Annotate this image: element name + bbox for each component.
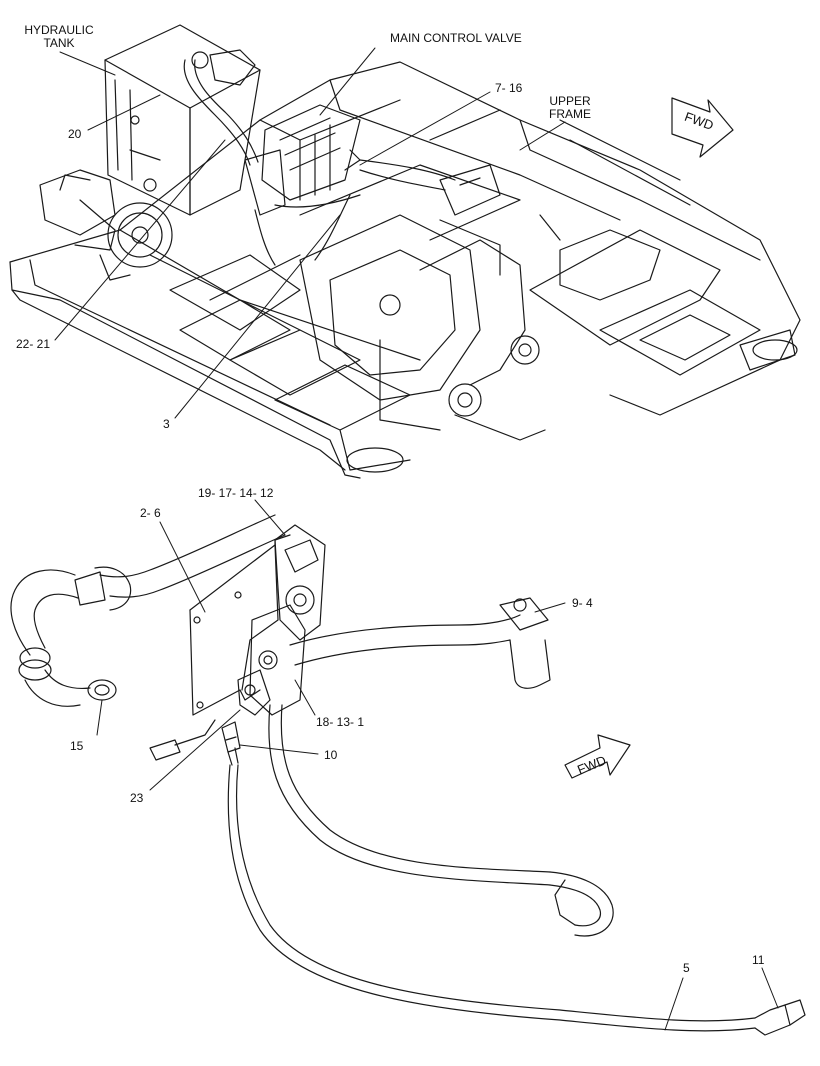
callout-11: 11	[752, 953, 765, 967]
upper-frame-label-line2: FRAME	[549, 107, 591, 121]
callout-20: 20	[68, 127, 82, 141]
callout-5: 5	[683, 961, 690, 975]
callout-22-21: 22- 21	[16, 337, 51, 351]
right-hose-drawing	[289, 597, 551, 689]
callout-19-17-14-12: 19- 17- 14- 12	[198, 486, 274, 500]
upper-frame-label-line1: UPPER	[549, 94, 591, 108]
lower-leader-lines	[96, 499, 779, 1031]
hydraulic-tank-label-line2: TANK	[43, 36, 75, 50]
fwd-arrow-lower: FWD	[564, 734, 631, 779]
callout-3: 3	[163, 417, 170, 431]
hydraulic-tank-label-line1: HYDRAULIC	[24, 23, 94, 37]
long-hoses-drawing	[227, 704, 806, 1036]
upper-frame-label: UPPER FRAME	[540, 95, 600, 121]
hydraulic-tank-label: HYDRAULIC TANK	[14, 24, 104, 50]
callout-2-6: 2- 6	[140, 506, 161, 520]
callout-15: 15	[70, 739, 84, 753]
fwd-arrow-upper: FWD	[671, 97, 734, 158]
pressure-switch-drawing	[149, 719, 241, 766]
callout-7-16: 7- 16	[495, 81, 523, 95]
upper-hoses-drawing	[183, 59, 456, 266]
callout-9-4: 9- 4	[572, 596, 593, 610]
callout-23: 23	[130, 791, 144, 805]
pressure-sensor-bracket-drawing	[189, 524, 326, 716]
main-control-valve-label: MAIN CONTROL VALVE	[390, 31, 522, 45]
callout-18-13-1: 18- 13- 1	[316, 715, 365, 729]
upper-leader-lines	[54, 47, 566, 419]
left-hose-drawing	[10, 514, 286, 707]
hydraulic-pump-drawing	[39, 169, 173, 281]
callout-10: 10	[324, 748, 338, 762]
fwd-label-lower: FWD	[575, 752, 608, 777]
main-control-valve-drawing	[244, 104, 501, 216]
hydraulic-tank-drawing	[104, 24, 261, 216]
